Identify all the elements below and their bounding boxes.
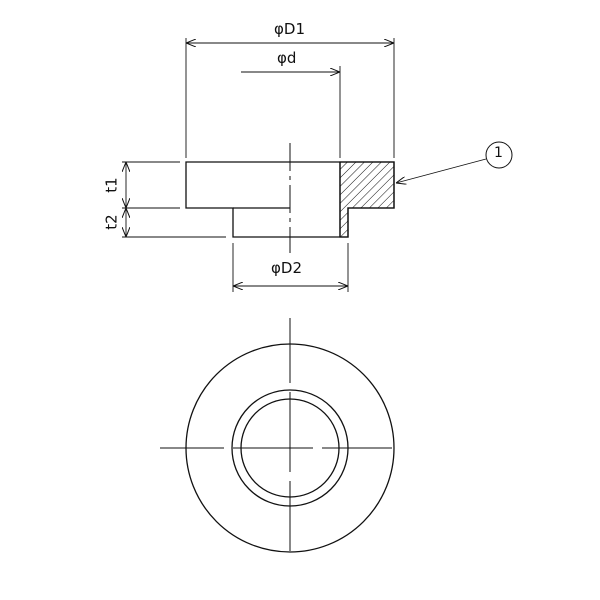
hatched-section (339, 161, 395, 238)
balloon-leader (396, 158, 487, 183)
t1-label: t1 (102, 177, 121, 193)
d1-label: φD1 (274, 20, 305, 38)
t2-label: t2 (102, 214, 121, 230)
part-balloon (485, 141, 513, 169)
d-label: φd (277, 49, 297, 67)
d2-label: φD2 (271, 259, 302, 277)
balloon-number: 1 (494, 145, 503, 161)
